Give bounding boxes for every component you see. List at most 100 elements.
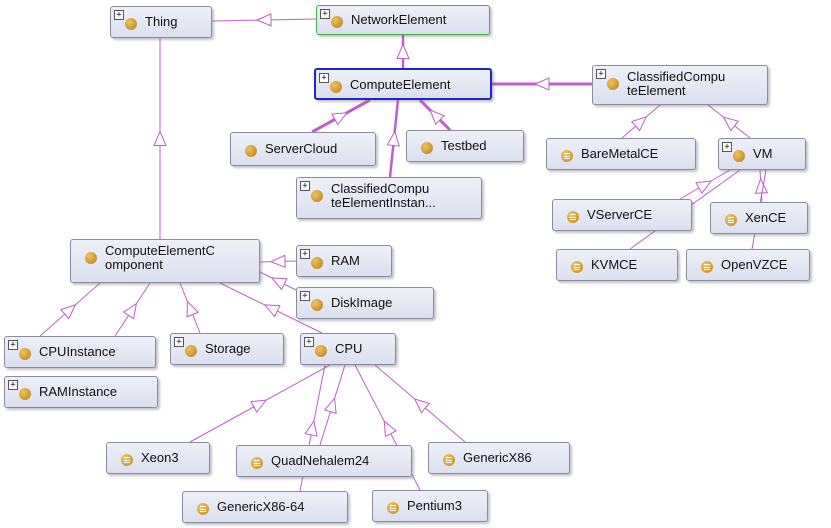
class-icon: [607, 78, 619, 90]
edge-computeelementcomponent-to-diskimage: [259, 271, 297, 291]
expand-icon[interactable]: +: [300, 291, 310, 301]
class-icon: [311, 190, 323, 202]
individual-icon: [251, 457, 263, 469]
class-icon: [331, 16, 343, 28]
node-label: DiskImage: [331, 295, 393, 310]
class-icon: [85, 252, 97, 264]
node-genericx86[interactable]: GenericX86: [428, 442, 570, 474]
expand-icon[interactable]: +: [300, 249, 310, 259]
edge-arrowhead: [331, 112, 349, 126]
edge-arrowhead: [722, 116, 740, 132]
edge-arrowhead: [153, 130, 167, 146]
edge-computeelement-to-classifiedcomputeelement: [492, 77, 592, 91]
individual-icon: [197, 503, 209, 515]
edge-computeelement-to-classifiedcomputeelementinstance: [386, 99, 400, 178]
individual-icon: [561, 150, 573, 162]
expand-icon[interactable]: +: [304, 337, 314, 347]
individual-icon: [567, 211, 579, 223]
node-diskimage[interactable]: + DiskImage: [296, 287, 434, 319]
edge-thing-to-computeelementcomponent: [153, 38, 167, 239]
expand-icon[interactable]: +: [320, 9, 330, 19]
node-baremetalce[interactable]: BareMetalCE: [546, 138, 696, 170]
node-classifiedcomputeelement[interactable]: + ClassifiedCompu teElement: [592, 65, 768, 105]
edge-computeelementcomponent-to-raminstance: [114, 282, 151, 337]
edge-thing-to-networkelement: [211, 13, 317, 27]
edge-arrowhead: [270, 277, 288, 291]
edge-arrowhead: [122, 302, 138, 320]
edge-classifiedcomputeelement-to-vm: [707, 104, 751, 139]
node-classifiedcomputeelementinstance[interactable]: + ClassifiedCompu teElementInstan...: [296, 177, 482, 219]
class-icon: [185, 345, 197, 357]
class-icon: [315, 345, 327, 357]
edge-arrowhead: [263, 304, 281, 318]
node-label: Thing: [145, 14, 178, 29]
edge-cpu-to-genericx86: [374, 364, 466, 443]
node-storage[interactable]: +Storage: [170, 333, 284, 365]
node-kvmce[interactable]: KVMCE: [556, 249, 678, 281]
node-label: ComputeElementC omponent: [105, 243, 215, 272]
edge-arrowhead: [396, 43, 410, 59]
node-label: ServerCloud: [265, 141, 338, 156]
edge-computeelementcomponent-to-cpu: [219, 282, 323, 334]
node-vserverce[interactable]: VServerCE: [552, 199, 692, 231]
edge-cpu-to-quadnehalem24: [319, 364, 346, 446]
individual-icon: [443, 454, 455, 466]
edge-arrowhead: [383, 420, 397, 438]
node-openvzce[interactable]: OpenVZCE: [686, 249, 810, 281]
node-testbed[interactable]: Testbed: [406, 130, 524, 162]
expand-icon[interactable]: +: [300, 181, 310, 191]
node-cpu[interactable]: +CPU: [300, 333, 396, 365]
node-label: ComputeElement: [350, 77, 451, 92]
node-label: QuadNehalem24: [271, 453, 370, 468]
edge-networkelement-to-computeelement: [396, 35, 410, 68]
node-label: OpenVZCE: [721, 257, 788, 272]
node-networkelement[interactable]: +NetworkElement: [316, 5, 490, 35]
class-icon: [733, 150, 745, 162]
node-label: GenericX86-64: [217, 499, 305, 514]
node-computeelementcomponent[interactable]: ComputeElementC omponent: [70, 239, 260, 283]
node-label: KVMCE: [591, 257, 638, 272]
edge-arrowhead: [413, 398, 431, 414]
node-label: GenericX86: [463, 450, 532, 465]
expand-icon[interactable]: +: [319, 73, 329, 83]
class-icon: [19, 388, 31, 400]
edge-arrowhead: [59, 304, 77, 320]
node-computeelement[interactable]: + ComputeElement: [314, 68, 492, 100]
node-raminstance[interactable]: +RAMInstance: [4, 376, 158, 408]
edge-computeelementcomponent-to-storage: [179, 282, 201, 334]
class-icon: [125, 18, 137, 30]
node-ram[interactable]: +RAM: [296, 245, 392, 277]
node-xeon3[interactable]: Xeon3: [106, 442, 210, 474]
edge-vm-to-vserverce: [679, 169, 731, 200]
node-label: Xeon3: [141, 450, 179, 465]
expand-icon[interactable]: +: [596, 69, 606, 79]
class-icon: [330, 81, 342, 93]
class-icon: [19, 348, 31, 360]
node-label: ClassifiedCompu teElement: [627, 69, 726, 98]
node-quadnehalem24[interactable]: QuadNehalem24: [236, 445, 412, 477]
node-label: BareMetalCE: [581, 146, 659, 161]
edge-computeelementcomponent-to-ram: [259, 254, 297, 269]
node-vm[interactable]: +VM: [718, 138, 806, 170]
node-label: ClassifiedCompu teElementInstan...: [331, 181, 436, 210]
node-label: Testbed: [441, 138, 487, 153]
expand-icon[interactable]: +: [722, 142, 732, 152]
class-icon: [311, 257, 323, 269]
class-icon: [311, 299, 323, 311]
expand-icon[interactable]: +: [8, 380, 18, 390]
edge-arrowhead: [323, 397, 337, 415]
node-servercloud[interactable]: ServerCloud: [230, 132, 376, 166]
edge-computeelement-to-servercloud: [311, 98, 371, 134]
node-thing[interactable]: + Thing: [110, 6, 212, 38]
node-xence[interactable]: XenCE: [710, 202, 808, 234]
edge-arrowhead: [695, 180, 713, 195]
node-pentium3[interactable]: Pentium3: [372, 490, 488, 522]
class-icon: [245, 145, 257, 157]
expand-icon[interactable]: +: [8, 340, 18, 350]
edge-arrowhead: [255, 13, 272, 27]
edge-arrowhead: [186, 300, 200, 318]
expand-icon[interactable]: +: [174, 337, 184, 347]
expand-icon[interactable]: +: [114, 10, 124, 20]
node-cpuinstance[interactable]: +CPUInstance: [4, 336, 156, 368]
node-genericx86-64[interactable]: GenericX86-64: [182, 491, 348, 523]
